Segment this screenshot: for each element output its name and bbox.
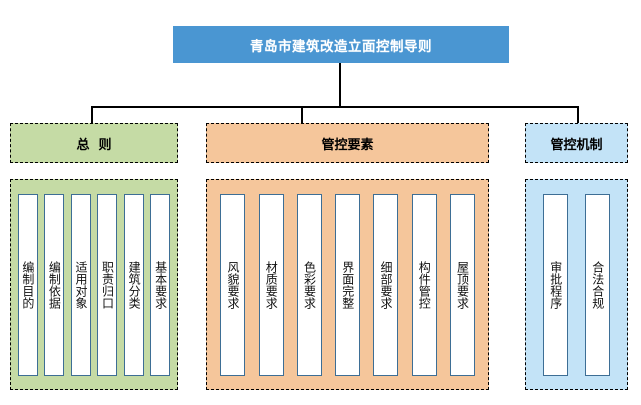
connector-drop-control-elements — [301, 106, 303, 124]
section-header-label: 管控要素 — [321, 137, 374, 153]
item-card[interactable]: 合法合规 — [585, 193, 610, 376]
item-card[interactable]: 审批程序 — [543, 193, 568, 376]
root-node[interactable]: 青岛市建筑改造立面控制导则 — [173, 26, 509, 63]
item-label: 构件管控 — [417, 260, 432, 309]
item-label: 审批程序 — [548, 260, 563, 309]
section-header-general-principles[interactable]: 总 则 — [10, 123, 178, 163]
connector-drop-control-mechanism — [577, 106, 579, 124]
item-label: 细部要求 — [379, 260, 394, 309]
item-card[interactable]: 色彩要求 — [296, 193, 322, 376]
section-body-control-mechanism: 审批程序 合法合规 — [525, 179, 628, 390]
item-card[interactable]: 屋顶要求 — [449, 193, 475, 376]
item-label: 编制目的 — [20, 260, 35, 309]
item-label: 合法合规 — [590, 260, 605, 309]
item-card[interactable]: 界面完整 — [335, 193, 360, 376]
root-node-label: 青岛市建筑改造立面控制导则 — [250, 38, 432, 55]
item-label: 风貌要求 — [226, 260, 241, 309]
item-card[interactable]: 编制依据 — [44, 193, 65, 376]
section-body-general-principles: 编制目的 编制依据 适用对象 职责归口 建筑分类 基本要求 — [10, 179, 178, 390]
item-card[interactable]: 建筑分类 — [123, 193, 144, 376]
item-label: 屋顶要求 — [455, 260, 470, 309]
section-header-label: 管控机制 — [550, 137, 603, 153]
item-label: 界面完整 — [340, 260, 355, 309]
item-label: 适用对象 — [73, 260, 88, 309]
item-card[interactable]: 风貌要求 — [220, 193, 246, 376]
item-card[interactable]: 材质要求 — [258, 193, 284, 376]
item-label: 材质要求 — [264, 260, 279, 309]
item-label: 编制依据 — [47, 260, 62, 309]
item-label: 基本要求 — [153, 260, 168, 309]
section-header-control-mechanism[interactable]: 管控机制 — [525, 123, 628, 163]
connector-root-stem — [339, 63, 341, 107]
connector-horizontal-bar — [91, 106, 579, 108]
item-card[interactable]: 细部要求 — [373, 193, 399, 376]
section-header-label: 总 则 — [76, 137, 112, 153]
item-label: 色彩要求 — [302, 260, 317, 309]
item-card[interactable]: 职责归口 — [97, 193, 118, 376]
item-label: 建筑分类 — [127, 260, 142, 309]
item-label: 职责归口 — [100, 260, 115, 309]
section-body-control-elements: 风貌要求 材质要求 色彩要求 界面完整 细部要求 构件管控 屋顶要求 — [206, 179, 489, 390]
item-card[interactable]: 编制目的 — [17, 193, 38, 376]
item-card[interactable]: 构件管控 — [411, 193, 437, 376]
item-card[interactable]: 基本要求 — [150, 193, 171, 376]
connector-drop-general-principles — [91, 106, 93, 124]
section-header-control-elements[interactable]: 管控要素 — [206, 123, 489, 163]
item-card[interactable]: 适用对象 — [70, 193, 91, 376]
